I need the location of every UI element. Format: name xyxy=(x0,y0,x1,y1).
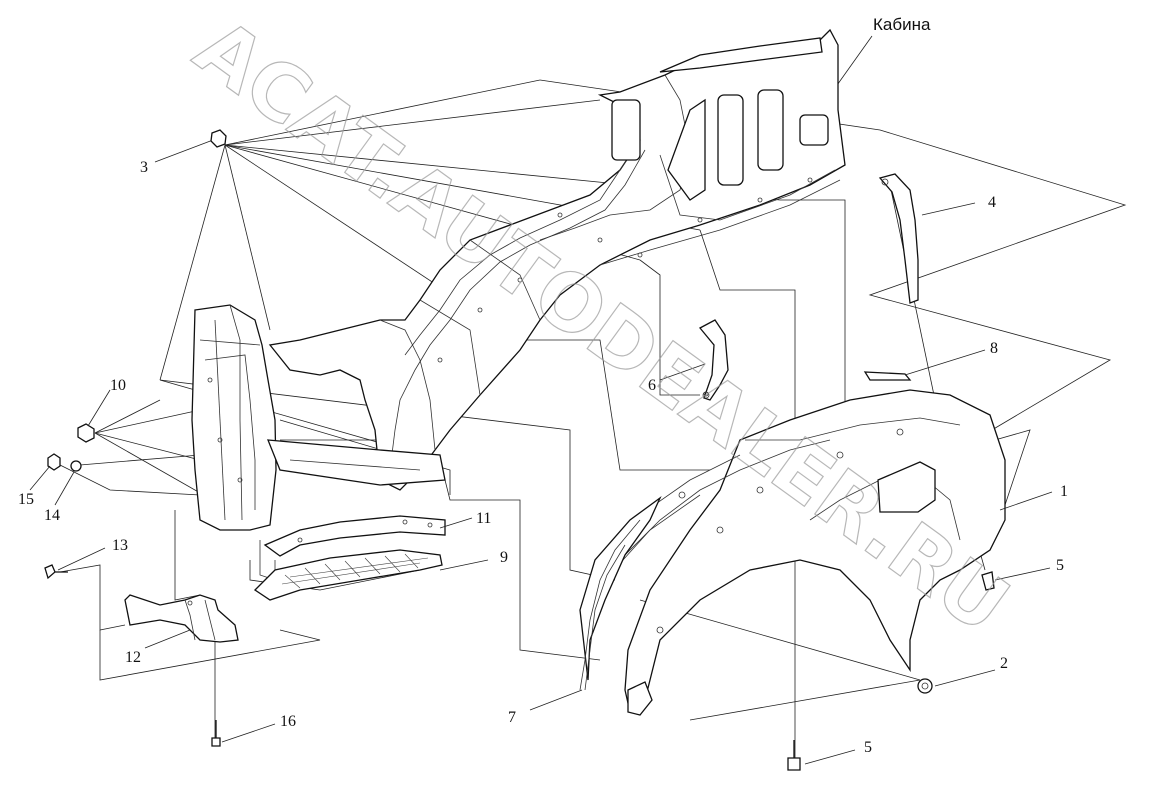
callout-6: 6 xyxy=(648,377,656,394)
callout-15: 15 xyxy=(18,491,34,508)
bolt-icon xyxy=(981,571,995,591)
grommet-icon xyxy=(917,678,933,694)
callout-3: 3 xyxy=(140,159,148,176)
callout-12: 12 xyxy=(125,649,141,666)
washer-icon xyxy=(70,460,82,472)
callout-5a: 5 xyxy=(1056,557,1064,574)
fasteners xyxy=(44,129,995,771)
part-12-bracket xyxy=(124,594,239,643)
bolt-icon xyxy=(211,720,221,747)
nut-icon xyxy=(210,129,227,148)
callout-1: 1 xyxy=(1060,483,1068,500)
callout-8: 8 xyxy=(990,340,998,357)
part-6-bracket xyxy=(698,319,729,401)
callout-9: 9 xyxy=(500,549,508,566)
part-9-step xyxy=(253,549,443,601)
nut-icon xyxy=(47,453,61,471)
callout-4: 4 xyxy=(988,194,996,211)
callout-14: 14 xyxy=(44,507,60,524)
callout-16: 16 xyxy=(280,713,296,730)
callout-13: 13 xyxy=(112,537,128,554)
callout-5b: 5 xyxy=(864,739,872,756)
part-7-strip xyxy=(579,519,641,691)
callout-7: 7 xyxy=(508,709,516,726)
callout-2: 2 xyxy=(1000,655,1008,672)
cabin-label: Кабина xyxy=(873,15,931,34)
part-4-bracket xyxy=(878,173,919,304)
callout-11: 11 xyxy=(476,510,491,527)
callout-10: 10 xyxy=(110,377,126,394)
bolt-icon xyxy=(44,564,68,580)
part-1-fender xyxy=(579,389,1006,716)
callout-labels: 1 2 3 4 5 5 6 7 8 9 10 11 12 13 14 15 16 xyxy=(18,159,1068,756)
bolt-icon xyxy=(787,740,801,771)
bolt-head-icon xyxy=(77,423,95,443)
callout-leaders xyxy=(29,202,1053,765)
part-8-strip xyxy=(863,371,912,381)
cab-side-panel xyxy=(191,28,846,531)
panel-holes xyxy=(207,177,813,483)
